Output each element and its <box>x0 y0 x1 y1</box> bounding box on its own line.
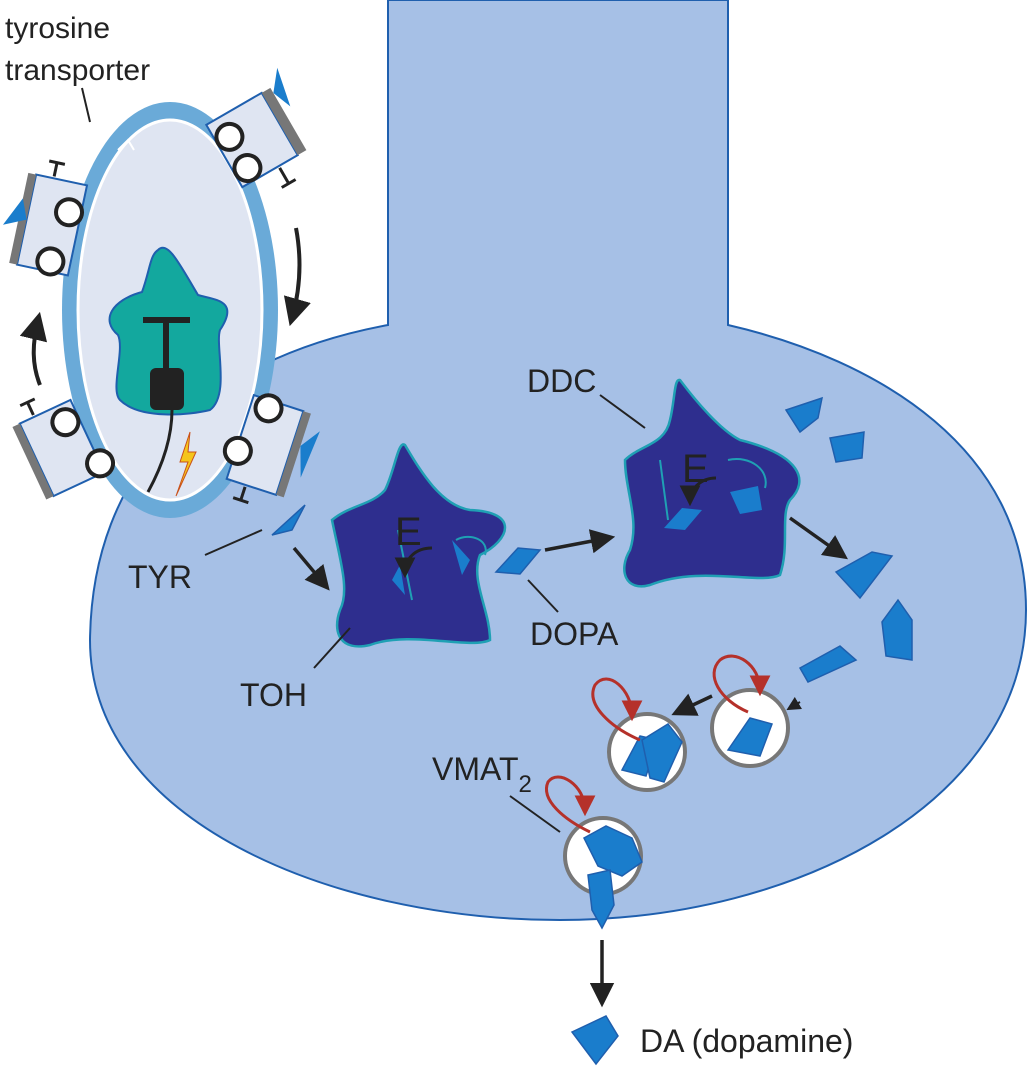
label-tyr: TYR <box>128 559 192 595</box>
label-da: DA (dopamine) <box>640 1023 853 1059</box>
lightning-icon <box>175 431 197 497</box>
cycle-arrow <box>19 311 48 386</box>
label-toh: TOH <box>240 677 307 713</box>
label-transporter-line2: transporter <box>5 54 150 87</box>
label-vmat: VMAT2 <box>432 751 532 798</box>
leader-line <box>599 394 646 429</box>
pathway-arrow <box>544 529 616 554</box>
vesicle-icon <box>591 677 687 792</box>
enzyme-label-toh: E <box>395 510 422 554</box>
pathway-arrow <box>788 516 848 560</box>
leader-line <box>81 87 91 123</box>
pathway-arrow <box>671 693 713 716</box>
label-vmat-subscript: 2 <box>519 771 532 798</box>
molecule-icon <box>829 431 865 463</box>
neuron-terminal <box>88 0 1028 922</box>
molecule-icon <box>881 598 913 661</box>
label-transporter-line1: tyrosine <box>5 12 110 45</box>
leader-line <box>204 529 263 556</box>
pathway-arrow <box>292 546 330 591</box>
leader-line <box>313 627 351 669</box>
pathway-arrow <box>786 696 803 711</box>
transporter-block-icon <box>2 159 89 277</box>
transporter-block-icon <box>222 393 320 505</box>
transporter-block-icon <box>12 397 116 500</box>
enzyme-label-ddc: E <box>682 447 709 491</box>
molecule-icon <box>834 551 894 600</box>
vmat-transporter-icon <box>108 246 229 493</box>
leader-line <box>527 579 559 613</box>
molecule-icon <box>494 547 542 575</box>
molecule-icon <box>784 396 823 434</box>
label-ddc: DDC <box>527 363 596 399</box>
enzyme-icon <box>330 443 507 648</box>
leader-line <box>509 795 561 833</box>
vesicle-icon <box>710 654 790 768</box>
molecule-icon <box>798 645 858 683</box>
transporter-block-icon <box>204 67 307 189</box>
molecule-icon <box>271 504 306 536</box>
dopamine-molecule-icon <box>570 1015 619 1066</box>
enzyme-icon <box>623 378 801 588</box>
label-dopa: DOPA <box>530 616 619 652</box>
cycle-arrow <box>283 227 311 327</box>
vesicle-icon <box>545 775 643 930</box>
